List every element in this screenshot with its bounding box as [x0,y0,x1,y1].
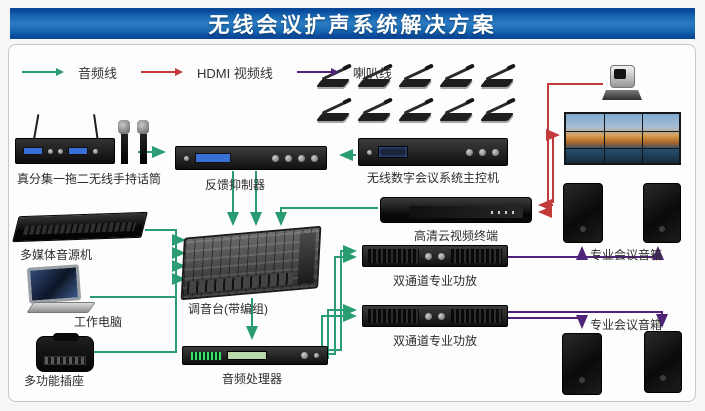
hdmi-lines [538,83,603,218]
speaker-lines [505,246,668,329]
conference-mic-icon [438,60,477,90]
amp-vents [368,249,419,263]
mixer-label: 调音台(带编组) [188,302,268,316]
handheld-mic-icon [137,120,149,166]
title-bar: 无线会议扩声系统解决方案 [10,8,695,39]
feedback-suppressor-label: 反馈抑制器 [204,178,265,192]
page-title: 无线会议扩声系统解决方案 [208,13,497,37]
laptop-screen [26,264,82,304]
handheld-mic-icon [118,120,130,166]
power-socket [36,333,94,372]
knob-icon [58,148,63,154]
lcd-display [378,146,408,158]
feedback-suppressor [175,146,327,170]
lcd-display [23,147,43,155]
knob-icon [492,148,499,156]
speaker-icon [643,183,681,243]
conference-mic-icon [438,94,477,124]
conference-mic-icon [315,94,354,124]
knob-icon [48,148,53,154]
speaker-icon [563,183,603,243]
conference-mic-icon [479,94,518,124]
amp-vents [368,309,419,323]
wireless-mic-system [15,112,165,172]
knob-icon [425,312,432,320]
amp-vents [451,249,502,263]
wireless-receiver [15,138,115,164]
knob-icon [93,148,98,154]
video-wall [564,112,681,165]
amplifier-top [362,245,508,267]
knob-icon [367,149,372,155]
media-source-label: 多媒体音源机 [20,248,93,262]
media-source-keys [22,222,137,235]
speaker-icon [644,331,682,393]
wireless-mic-label: 真分集一拖二无线手持话筒 [16,172,161,186]
legend: 音频线 HDMI 视频线 喇叭线 [22,63,406,81]
lcd-display [195,153,231,163]
legend-audio-label: 音频线 [78,65,118,81]
terminal-leds [491,211,517,214]
speaker-line-icon [296,68,339,76]
work-pc [24,264,96,316]
socket-outlets [44,356,86,365]
audio-line-icon [22,68,64,76]
hdmi-line-icon [141,68,184,76]
media-source [12,211,148,243]
amplifier-bottom-label: 双通道专业功放 [392,334,477,348]
led-meter [191,351,221,360]
audio-processor [182,346,328,365]
amp-vents [451,309,502,323]
knob-icon [301,352,308,359]
knob-icon [438,312,445,320]
camera-lens-icon [614,69,626,79]
knob-icon [438,252,445,260]
knob-icon [425,252,432,260]
conference-controller-label: 无线数字会议系统主控机 [366,171,499,185]
power-socket-label: 多功能插座 [24,374,85,388]
ptz-camera [600,62,644,100]
laptop-keyboard [26,302,96,313]
mixer-faders [186,272,294,294]
grid-line [642,114,643,163]
terminal-face [409,206,523,218]
amplifier-bottom [362,305,508,327]
mixer [180,225,322,301]
video-terminal-label: 高清云视频终端 [413,229,498,243]
camera-base [602,90,642,100]
video-terminal [380,197,532,223]
knob-icon [466,148,473,156]
knob-icon [311,154,318,162]
knob-icon [285,154,292,162]
knob-icon [479,148,486,156]
grid-line [566,148,679,149]
conference-mic-icon [356,94,395,124]
lcd-display [68,147,88,155]
legend-speaker-label: 喇叭线 [352,65,392,81]
work-pc-label: 工作电脑 [74,315,123,329]
audio-processor-label: 音频处理器 [221,372,282,386]
amplifier-top-label: 双通道专业功放 [392,274,477,288]
knob-icon [272,154,279,162]
legend-hdmi-label: HDMI 视频线 [197,65,273,81]
knob-icon [184,155,189,161]
knob-icon [314,353,319,358]
conference-controller [358,138,508,166]
conference-mic-icon [479,60,518,90]
speakers-top-label: 专业会议音箱 [589,248,662,262]
conference-mic-icon [397,94,436,124]
grid-line [566,131,679,132]
lcd-display [227,351,267,360]
speaker-icon [562,333,602,395]
knob-icon [298,154,305,162]
grid-line [604,114,605,163]
speakers-bottom-label: 专业会议音箱 [589,318,662,332]
mixer-master-section [297,232,317,285]
